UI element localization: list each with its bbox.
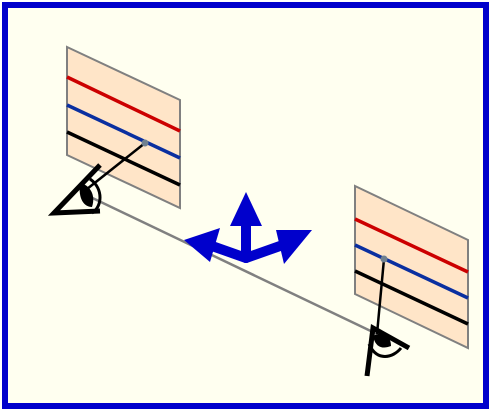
- right-black-line: [354, 269, 469, 326]
- left-blue-line: [66, 103, 181, 160]
- right-sight-ray: [375, 258, 386, 335]
- right-blue-line: [354, 243, 469, 300]
- right-image-panel: [354, 184, 469, 350]
- eye-icon: [47, 163, 102, 216]
- eye-icon: [364, 324, 411, 377]
- baseline-line: [81, 191, 378, 336]
- right-red-line: [354, 217, 469, 274]
- left-sight-point: [141, 139, 149, 147]
- left-sight-ray: [81, 142, 146, 194]
- left-red-line: [66, 75, 181, 133]
- right-panel-plane: [354, 184, 469, 350]
- right-sight-point: [380, 255, 388, 263]
- move-tripod-icon[interactable]: [184, 192, 312, 264]
